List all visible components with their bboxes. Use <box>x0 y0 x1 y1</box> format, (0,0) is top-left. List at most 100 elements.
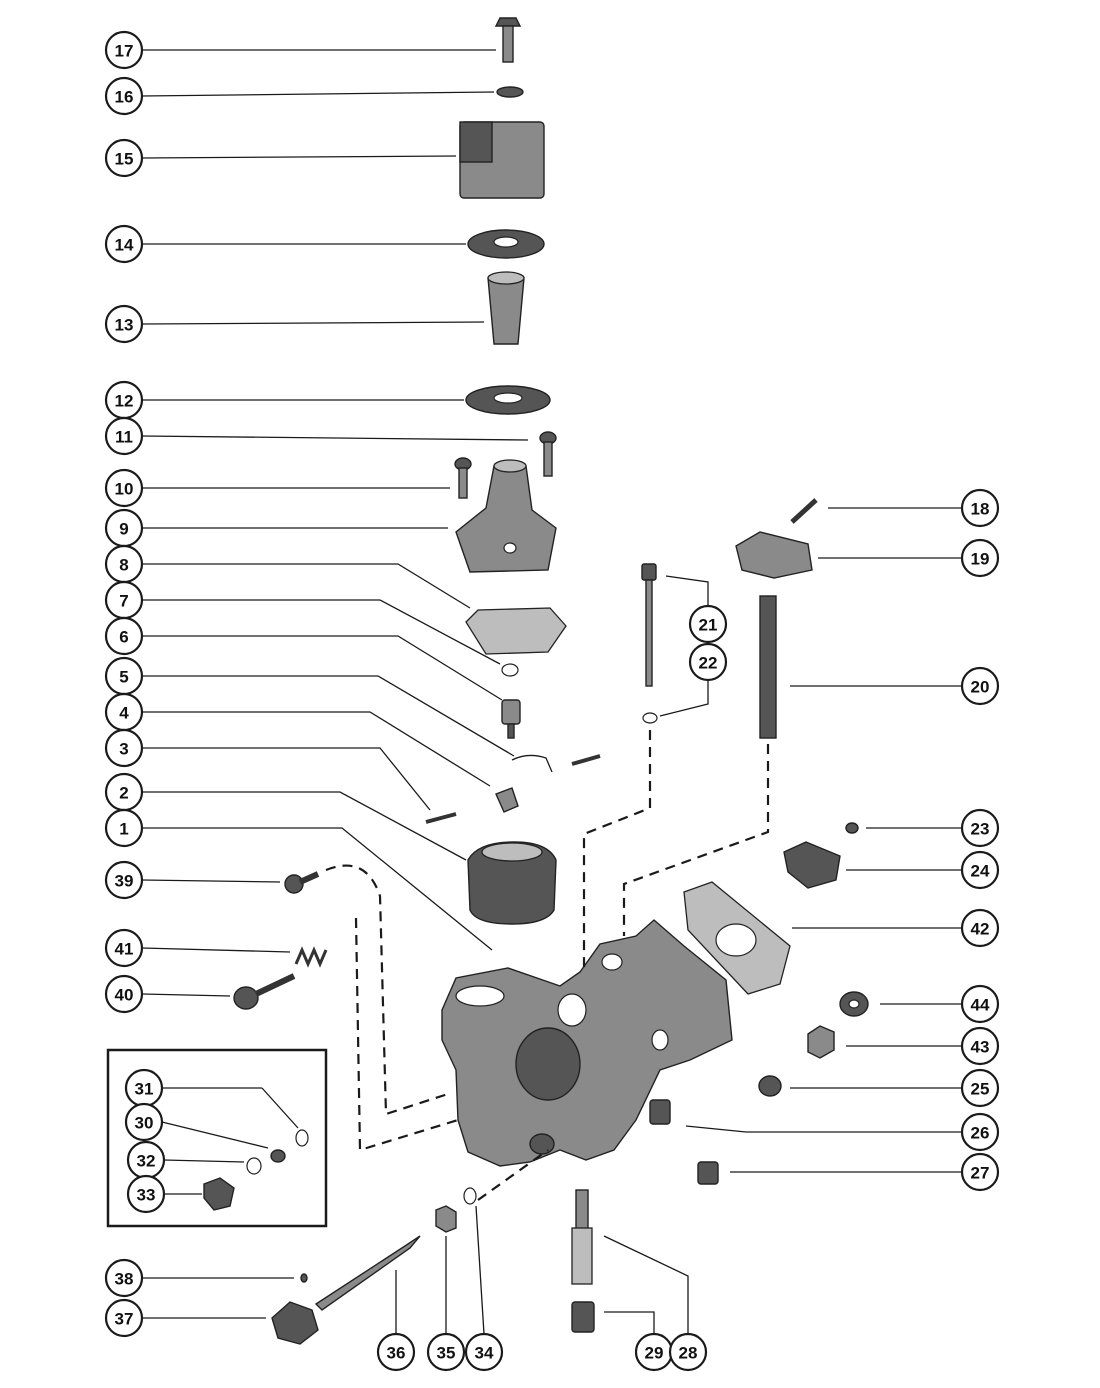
part-18-screw <box>790 498 818 524</box>
part-43-nut <box>807 1025 835 1059</box>
callout-17: 17 <box>104 30 144 70</box>
callout-20: 20 <box>960 666 1000 706</box>
callout-19-label: 19 <box>971 550 990 569</box>
part-10-screw <box>454 457 472 499</box>
leader-lines <box>141 49 962 1335</box>
part-12-gasket <box>465 385 551 415</box>
callout-26-label: 26 <box>971 1124 990 1143</box>
callout-21: 21 <box>688 604 728 644</box>
part-21-needle <box>641 563 657 687</box>
part-1-carburetor-body <box>441 919 733 1167</box>
callout-23-label: 23 <box>971 820 990 839</box>
callout-18: 18 <box>960 488 1000 528</box>
callout-10: 10 <box>104 468 144 508</box>
part-4-lever <box>495 787 519 813</box>
callout-22: 22 <box>688 642 728 682</box>
callout-1-label: 1 <box>119 820 128 839</box>
part-31-oring <box>295 1129 309 1147</box>
part-41-spring <box>294 946 328 968</box>
callout-9: 9 <box>104 508 144 548</box>
part-8-gasket <box>465 607 567 655</box>
callout-30-label: 30 <box>135 1114 154 1133</box>
callout-33-label: 33 <box>137 1186 156 1205</box>
callout-39: 39 <box>104 860 144 900</box>
callout-30: 30 <box>124 1102 164 1142</box>
part-5-clip <box>511 754 553 773</box>
part-22-oring <box>642 712 658 724</box>
part-19-fitting <box>735 531 813 579</box>
callout-9-label: 9 <box>119 520 128 539</box>
callout-31: 31 <box>124 1068 164 1108</box>
part-27-plug <box>697 1161 719 1185</box>
part-25-plug <box>758 1075 782 1097</box>
callout-41-label: 41 <box>115 940 134 959</box>
part-30-screw <box>270 1149 286 1163</box>
callout-24-label: 24 <box>971 862 990 881</box>
callout-12: 12 <box>104 380 144 420</box>
callout-42: 42 <box>960 908 1000 948</box>
callout-27-label: 27 <box>971 1164 990 1183</box>
callout-31-label: 31 <box>135 1080 154 1099</box>
callout-32-label: 32 <box>137 1152 156 1171</box>
callout-13: 13 <box>104 304 144 344</box>
part-17-bolt <box>494 17 522 63</box>
callout-28: 28 <box>668 1332 708 1372</box>
callout-11-label: 11 <box>115 428 133 447</box>
callout-17-label: 17 <box>115 42 134 61</box>
callout-40: 40 <box>104 974 144 1014</box>
callout-40-label: 40 <box>115 986 134 1005</box>
callout-8-label: 8 <box>119 556 128 575</box>
callout-37-label: 37 <box>115 1310 134 1329</box>
part-24-cover <box>783 841 841 889</box>
callout-24: 24 <box>960 850 1000 890</box>
part-39-screw <box>284 871 320 894</box>
callout-11: 11 <box>104 416 144 456</box>
callout-38: 38 <box>104 1258 144 1298</box>
part-23-screw <box>845 822 859 834</box>
callout-43-label: 43 <box>971 1038 990 1057</box>
callout-43: 43 <box>960 1026 1000 1066</box>
callout-7-label: 7 <box>119 592 128 611</box>
part-32-washer <box>246 1157 262 1175</box>
callout-32: 32 <box>126 1140 166 1180</box>
callout-34: 34 <box>464 1332 504 1372</box>
callout-2-label: 2 <box>119 784 128 803</box>
callout-23: 23 <box>960 808 1000 848</box>
part-35-nut <box>435 1205 457 1233</box>
callout-36: 36 <box>376 1332 416 1372</box>
callout-39-label: 39 <box>115 872 134 891</box>
callout-14: 14 <box>104 224 144 264</box>
part-6-valve <box>501 699 521 739</box>
callout-8: 8 <box>104 544 144 584</box>
callout-15-label: 15 <box>115 150 134 169</box>
part-40-screw <box>233 973 296 1010</box>
part-11-screw <box>539 431 557 477</box>
callout-26: 26 <box>960 1112 1000 1152</box>
callout-16: 16 <box>104 76 144 116</box>
callout-14-label: 14 <box>115 236 134 255</box>
part-16-washer <box>496 86 524 98</box>
part-5-pin <box>571 754 601 766</box>
callout-7: 7 <box>104 580 144 620</box>
inset-box <box>106 1048 328 1228</box>
part-29-jet <box>571 1301 595 1333</box>
part-42-gasket-hole <box>715 923 757 957</box>
part-38-seal <box>300 1273 308 1283</box>
callout-4: 4 <box>104 692 144 732</box>
callout-34-label: 34 <box>475 1344 494 1363</box>
callout-2: 2 <box>104 772 144 812</box>
callout-12-label: 12 <box>115 392 134 411</box>
part-3-pin <box>425 812 457 824</box>
callout-27: 27 <box>960 1152 1000 1192</box>
callout-36-label: 36 <box>387 1344 406 1363</box>
callout-5-label: 5 <box>119 668 128 687</box>
callout-28-label: 28 <box>679 1344 698 1363</box>
callout-44: 44 <box>960 984 1000 1024</box>
part-2-float <box>467 841 557 925</box>
part-34-oring <box>463 1187 477 1205</box>
callout-6-label: 6 <box>119 628 128 647</box>
callout-25: 25 <box>960 1068 1000 1108</box>
callout-5: 5 <box>104 656 144 696</box>
callout-3: 3 <box>104 728 144 768</box>
